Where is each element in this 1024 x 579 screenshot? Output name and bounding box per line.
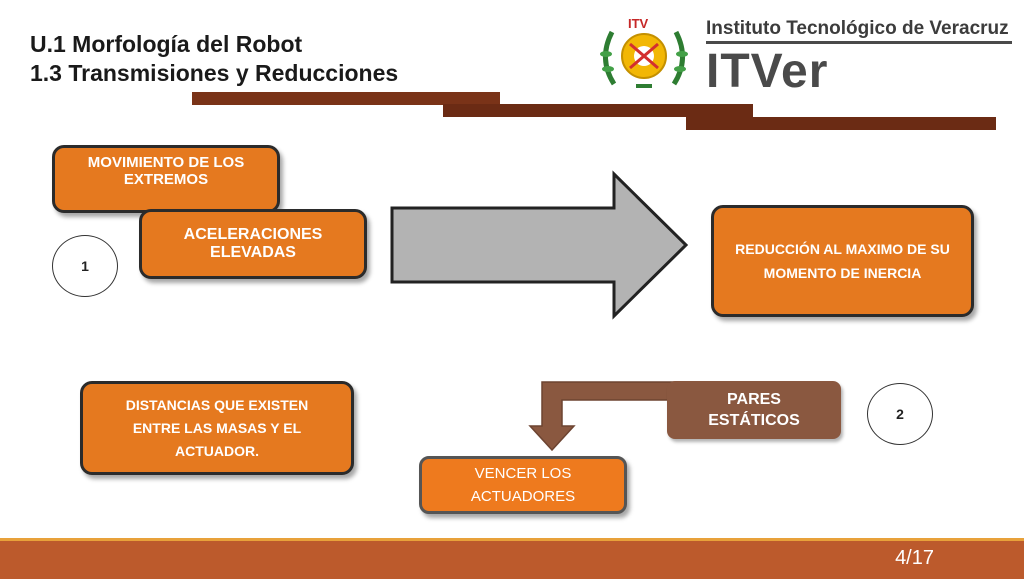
itv-seal-logo [600, 30, 688, 88]
right-arrow [390, 170, 689, 320]
box-pares-label: PARES ESTÁTICOS [708, 391, 800, 429]
box-vencer-label: VENCER LOS ACTUADORES [470, 465, 576, 505]
box-vencer-actuadores: VENCER LOS ACTUADORES [419, 456, 627, 514]
title-line-1: U.1 Morfología del Robot [30, 31, 303, 57]
step-2-circle: 2 [867, 383, 933, 445]
institution-name: Instituto Tecnológico de Veracruz [706, 18, 1009, 39]
page-number: 4/17 [895, 547, 934, 569]
box-movimiento-extremos: MOVIMIENTO DE LOS EXTREMOS [52, 145, 280, 213]
logo-divider [706, 41, 1012, 44]
seal-text: ITV [628, 16, 649, 31]
box-distancias: DISTANCIAS QUE EXISTEN ENTRE LAS MASAS Y… [80, 381, 354, 475]
box-aceleraciones: ACELERACIONES ELEVADAS [139, 209, 367, 279]
header-bar-1 [192, 92, 500, 105]
header-bar-3 [686, 117, 996, 130]
box-aceleraciones-label: ACELERACIONES ELEVADAS [183, 226, 323, 261]
header-bar-2 [443, 104, 753, 117]
step-2-label: 2 [896, 406, 904, 422]
footer-bar: 4/17 [0, 538, 1024, 579]
box-reduccion-inercia: REDUCCIÓN AL MAXIMO DE SU MOMENTO DE INE… [711, 205, 974, 317]
box-pares-estaticos: PARES ESTÁTICOS [667, 381, 841, 439]
title-line-2: 1.3 Transmisiones y Reducciones [30, 60, 399, 86]
bent-down-arrow [528, 381, 679, 452]
slide-title: U.1 Morfología del Robot 1.3 Transmision… [30, 30, 398, 88]
box-movimiento-label: MOVIMIENTO DE LOS EXTREMOS [87, 154, 245, 188]
box-reduccion-label: REDUCCIÓN AL MAXIMO DE SU MOMENTO DE INE… [735, 241, 950, 281]
box-distancias-label: DISTANCIAS QUE EXISTEN ENTRE LAS MASAS Y… [125, 396, 309, 459]
step-1-label: 1 [81, 258, 89, 274]
step-1-circle: 1 [52, 235, 118, 297]
institution-short-name: ITVer [706, 45, 829, 98]
